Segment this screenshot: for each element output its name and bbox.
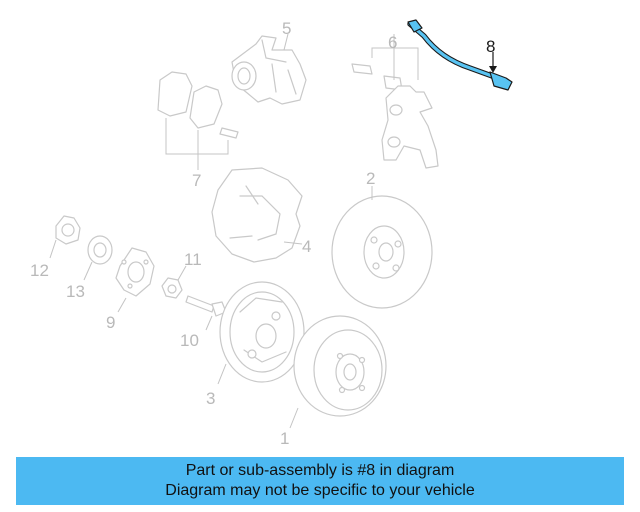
banner-line-1: Part or sub-assembly is #8 in diagram [185,462,455,479]
part-11-nut [161,265,187,299]
callout-2: 2 [366,169,375,188]
info-banner: Part or sub-assembly is #8 in diagram Di… [16,457,624,505]
callout-1: 1 [280,429,289,448]
part-3-backing-plate [217,281,305,385]
parts-diagram: 5 6 8 7 4 2 12 13 11 9 10 3 1 [30,19,513,448]
callout-4: 4 [302,237,311,256]
part-10-bolt [185,295,227,331]
callout-6: 6 [388,33,397,52]
callout-8: 8 [486,37,495,56]
callout-7: 7 [192,171,201,190]
part-13-bearing [83,235,113,281]
part-4-dust-shield [211,167,303,263]
callout-9: 9 [106,313,115,332]
callout-11: 11 [184,250,202,269]
callout-5: 5 [282,19,291,38]
part-5-caliper [231,33,307,105]
part-1-drum [289,315,387,429]
callout-10: 10 [180,331,199,350]
callout-13: 13 [66,282,85,301]
part-8-brake-hose [407,19,513,91]
part-6-caliper-bracket [351,34,439,169]
part-7-brake-pads [157,71,239,170]
callout-3: 3 [206,389,215,408]
part-9-hub [115,247,155,313]
part-12-nut [49,215,81,259]
banner-line-2: Diagram may not be specific to your vehi… [165,482,475,499]
part-2-rotor [331,186,433,309]
callout-12: 12 [30,261,49,280]
